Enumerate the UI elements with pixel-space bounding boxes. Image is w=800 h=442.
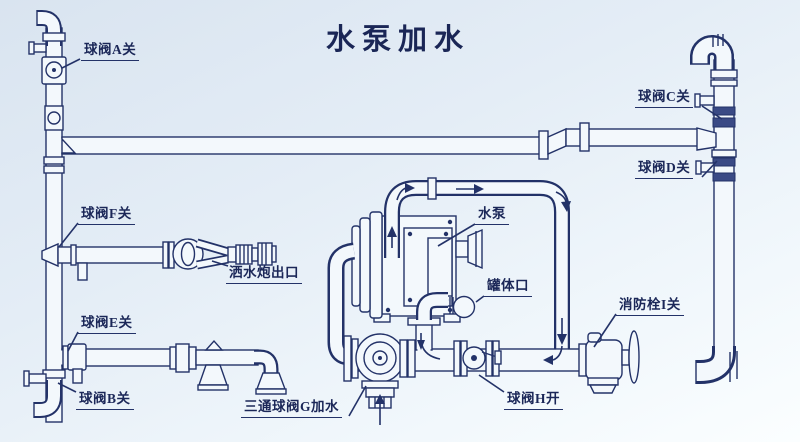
spray-nozzle-line (60, 339, 287, 395)
label-tank-port: 罐体口 (484, 278, 532, 297)
pump-suction-pipe (327, 242, 356, 366)
label-valve-h: 球阀H开 (504, 391, 564, 410)
ball-valve-f (70, 244, 88, 281)
ball-valve-a (41, 56, 67, 85)
leader-lines (57, 58, 723, 417)
water-pump (351, 211, 483, 323)
tank-port-branch (407, 292, 476, 360)
hydrant-handwheel (628, 330, 640, 384)
sprinkler-cannon-line (41, 238, 277, 281)
three-way-valve-g (343, 333, 416, 409)
right-standpipe (690, 34, 738, 384)
label-valve-a: 球阀A关 (81, 42, 140, 61)
flow-arrows (375, 183, 571, 425)
label-valve-b: 球阀B关 (76, 391, 134, 410)
ball-valve-e (62, 343, 87, 384)
label-valve-c: 球阀C关 (635, 89, 694, 108)
ball-valve-b (23, 370, 62, 418)
ball-valve-h (453, 340, 502, 377)
label-hydrant-i: 消防栓I关 (616, 297, 684, 316)
label-pump: 水泵 (475, 206, 509, 225)
label-cannon-outlet: 洒水炮出口 (226, 265, 302, 284)
left-standpipe (23, 9, 67, 423)
sprinkler-cannon (172, 238, 277, 270)
spray-nozzle-2 (255, 372, 287, 395)
label-valve-g: 三通球阀G加水 (241, 399, 343, 418)
label-valve-f: 球阀F关 (78, 206, 135, 225)
pump-shaft (455, 228, 483, 270)
ball-valve-c (694, 93, 736, 128)
diagram-title: 水泵加水 (326, 24, 471, 56)
label-valve-d: 球阀D关 (635, 160, 694, 179)
fire-hydrant-i (578, 330, 640, 394)
main-supply-pipe (60, 122, 699, 160)
spray-nozzle-1 (197, 364, 229, 391)
label-valve-e: 球阀E关 (78, 315, 136, 334)
tank-port (452, 295, 476, 319)
